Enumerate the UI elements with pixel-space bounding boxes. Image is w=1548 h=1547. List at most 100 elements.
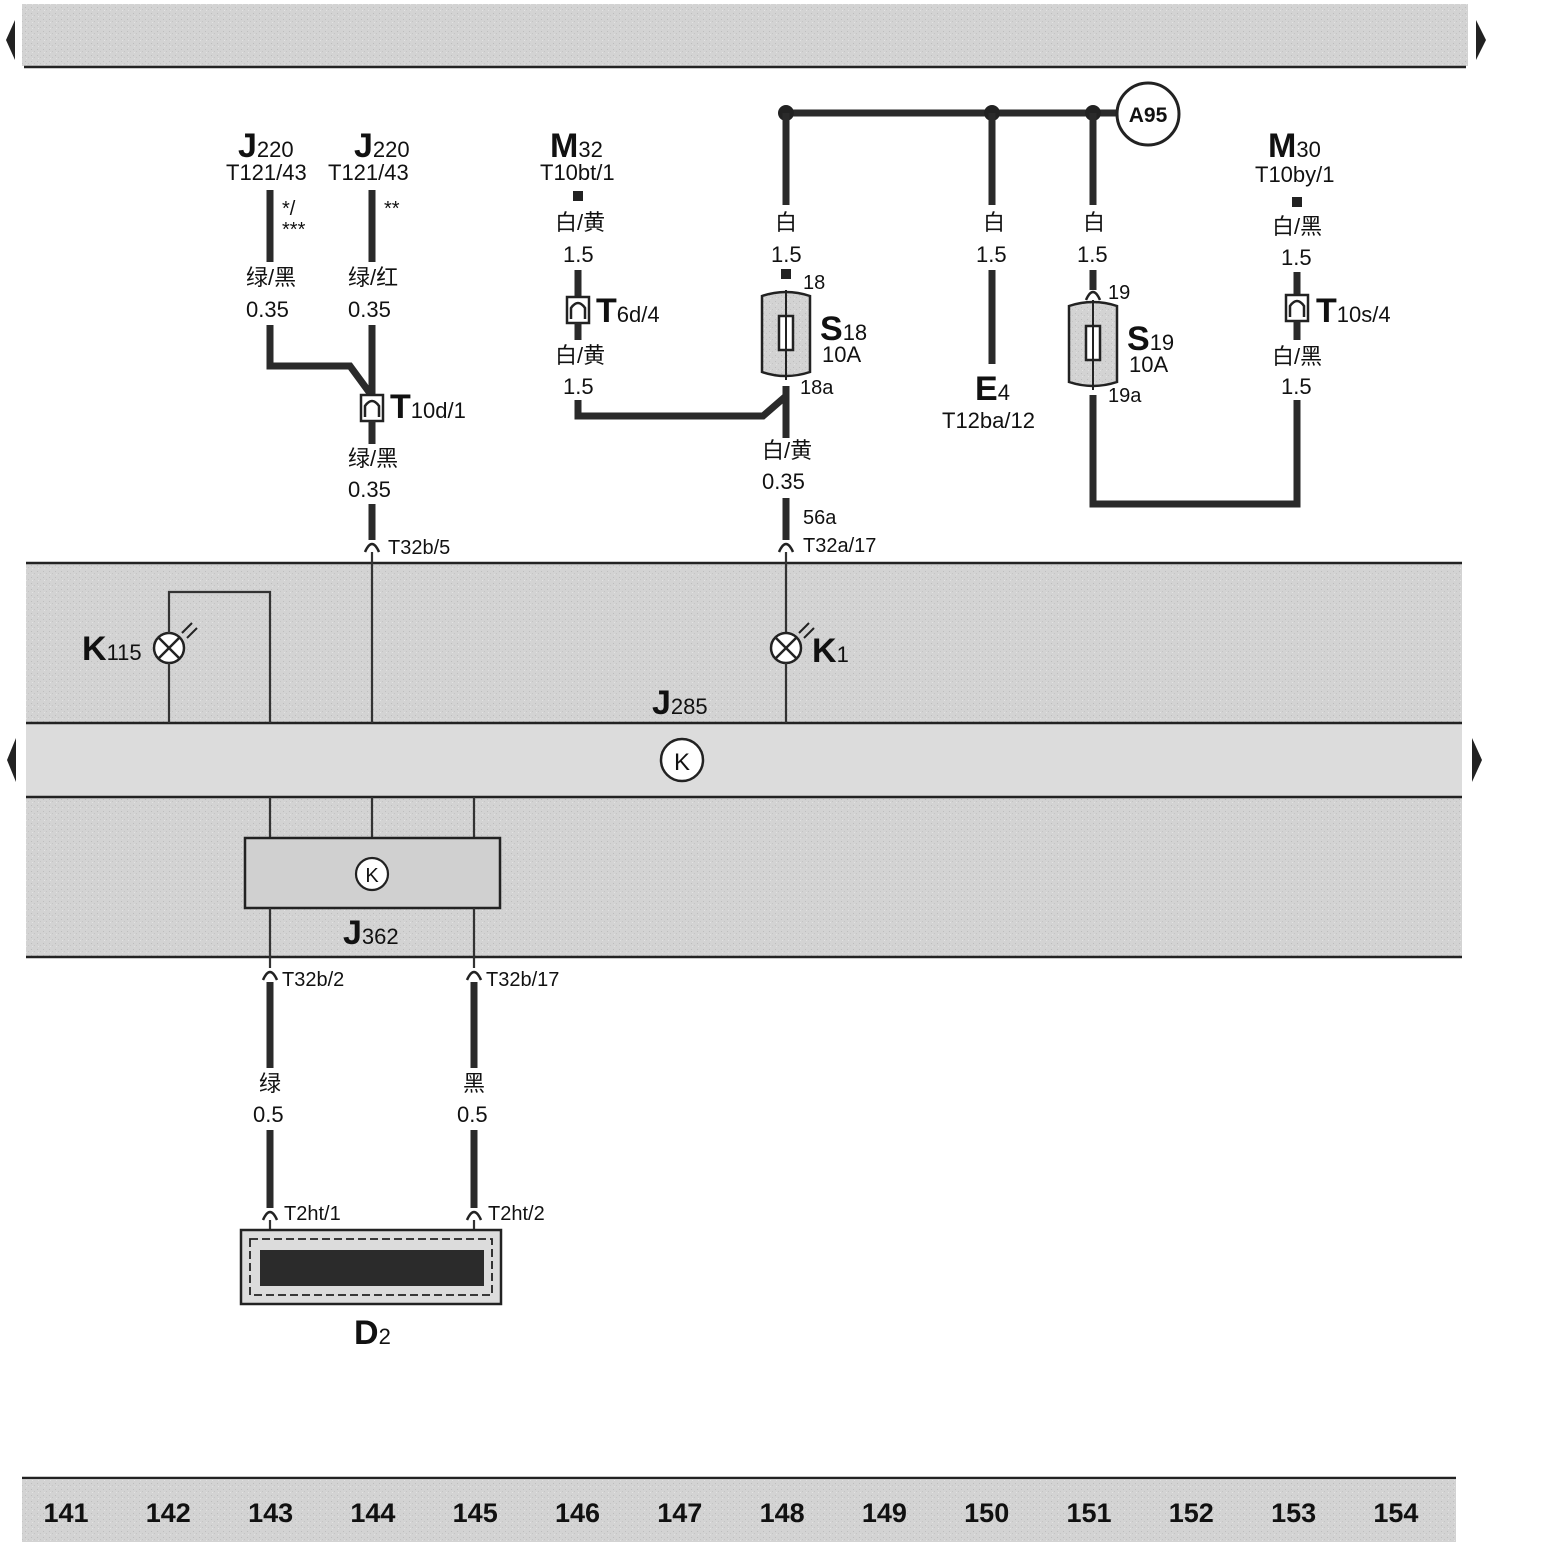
grid-number-142: 142 <box>146 1498 191 1528</box>
terminal-a95: A95 <box>1115 81 1181 147</box>
row-next-arrow-icon[interactable] <box>1472 738 1482 782</box>
grid-number-144: 144 <box>350 1498 395 1528</box>
wire-146-bot-size: 1.5 <box>563 374 594 399</box>
header-band <box>22 4 1468 66</box>
j220-a-mark2: *** <box>282 219 306 241</box>
s19-pin-out: 19a <box>1108 385 1142 407</box>
fuse-s19-icon <box>1067 300 1119 390</box>
j220-a-pin: T121/43 <box>226 160 307 185</box>
fuse-s18-icon <box>760 290 812 380</box>
grid-number-146: 146 <box>555 1498 600 1528</box>
wire-148-size: 1.5 <box>771 242 802 267</box>
s18-pin-out: 18a <box>800 377 834 399</box>
wire-153-bot-size: 1.5 <box>1281 374 1312 399</box>
wire-153-size: 1.5 <box>1281 245 1312 270</box>
wire-145-bot-size: 0.5 <box>457 1102 488 1127</box>
grid-numbers: 141 142 143 144 145 146 147 148 149 150 151 152 153 1… <box>43 1498 1418 1528</box>
wire-148-mid-size: 0.35 <box>762 469 805 494</box>
wire-144-size: 0.35 <box>348 297 391 322</box>
wire-145-bot-color: 黑 <box>463 1071 485 1096</box>
connector-t6d4-label: T6d/4 <box>596 292 660 330</box>
s18-rating: 10A <box>822 342 861 367</box>
grid-number-149: 149 <box>862 1498 907 1528</box>
grid-number-153: 153 <box>1271 1498 1316 1528</box>
connector-t10s4-label: T10s/4 <box>1316 292 1391 330</box>
j362-k-icon: K <box>354 856 390 892</box>
j362-label: J362 <box>343 914 399 952</box>
grid-number-147: 147 <box>657 1498 702 1528</box>
s18-label: S18 <box>820 310 867 348</box>
m30-pin: T10by/1 <box>1255 162 1335 187</box>
svg-text:K: K <box>674 749 690 776</box>
k1-label: K1 <box>812 632 849 670</box>
wire-150-size: 1.5 <box>976 242 1007 267</box>
s19-label: S19 <box>1127 320 1174 358</box>
wire-146-bot-color: 白/黄 <box>555 343 605 368</box>
pin-t2ht1: T2ht/1 <box>284 1203 341 1225</box>
wire-151-color: 白 <box>1083 210 1105 235</box>
grid-number-145: 145 <box>453 1498 498 1528</box>
wire-146-color: 白/黄 <box>555 210 605 235</box>
panel-j285-strip <box>26 723 1462 797</box>
lamp-k1-icon <box>769 622 815 665</box>
s19-pin-in: 19 <box>1108 282 1130 304</box>
wire-153-bot-color: 白/黑 <box>1272 344 1322 369</box>
wire-144-mid-size: 0.35 <box>348 477 391 502</box>
s19-rating: 10A <box>1129 352 1168 377</box>
grid-number-143: 143 <box>248 1498 293 1528</box>
a95-label: A95 <box>1129 104 1168 127</box>
j220-b-pin: T121/43 <box>328 160 409 185</box>
pin-t32b17: T32b/17 <box>486 969 559 991</box>
pin-56a: 56a <box>803 507 837 529</box>
wire-143-bot-color: 绿 <box>259 1071 281 1096</box>
grid-number-141: 141 <box>43 1498 88 1528</box>
grid-number-151: 151 <box>1066 1498 1111 1528</box>
wire-143-size: 0.35 <box>246 297 289 322</box>
j220-b-mark: ** <box>384 198 400 220</box>
wire-144-color: 绿/红 <box>348 265 398 290</box>
svg-text:K: K <box>365 865 379 887</box>
pin-t32b5: T32b/5 <box>388 537 450 559</box>
e4-pin: T12ba/12 <box>942 408 1035 433</box>
grid-number-154: 154 <box>1373 1498 1418 1528</box>
display-d2 <box>239 1228 503 1306</box>
grid-number-152: 152 <box>1169 1498 1214 1528</box>
connector-t10s4-icon <box>1284 293 1310 323</box>
wire-148-mid-color: 白/黄 <box>762 438 812 463</box>
row-prev-arrow-icon[interactable] <box>7 738 16 782</box>
d2-label: D2 <box>354 1314 391 1352</box>
page-next-arrow-icon[interactable] <box>1476 20 1486 60</box>
k-warning-icon: K <box>659 737 705 783</box>
grid-number-150: 150 <box>964 1498 1009 1528</box>
page-prev-arrow-icon[interactable] <box>6 20 15 60</box>
grid-band <box>22 1480 1456 1542</box>
j220-b-label: J220 <box>354 127 410 165</box>
m32-pin: T10bt/1 <box>540 160 615 185</box>
j285-label: J285 <box>652 684 708 722</box>
pin-t2ht2: T2ht/2 <box>488 1203 545 1225</box>
wire-144-mid-color: 绿/黑 <box>348 446 398 471</box>
j220-a-label: J220 <box>238 127 294 165</box>
wire-150-color: 白 <box>983 210 1005 235</box>
connector-t10d1-label: T10d/1 <box>390 388 466 426</box>
j220-a-mark: */ <box>282 198 296 220</box>
wire-143-bot-size: 0.5 <box>253 1102 284 1127</box>
wire-143-color: 绿/黑 <box>246 265 296 290</box>
wire-153-color: 白/黑 <box>1272 214 1322 239</box>
e4-label: E4 <box>975 370 1010 408</box>
pin-t32a17: T32a/17 <box>803 535 876 557</box>
wire-148-color: 白 <box>775 210 797 235</box>
wire-146-size: 1.5 <box>563 242 594 267</box>
wire-151-size: 1.5 <box>1077 242 1108 267</box>
m32-label: M32 <box>550 127 603 165</box>
k115-label: K115 <box>82 630 142 668</box>
panel-j362-zone <box>26 797 1462 957</box>
pin-t32b2: T32b/2 <box>282 969 344 991</box>
s18-pin-in: 18 <box>803 272 825 294</box>
grid-number-148: 148 <box>760 1498 805 1528</box>
connector-t10d1-icon <box>359 393 385 423</box>
panel-j285-upper <box>26 563 1462 723</box>
m30-label: M30 <box>1268 127 1321 165</box>
connector-t6d4-icon <box>565 295 591 325</box>
